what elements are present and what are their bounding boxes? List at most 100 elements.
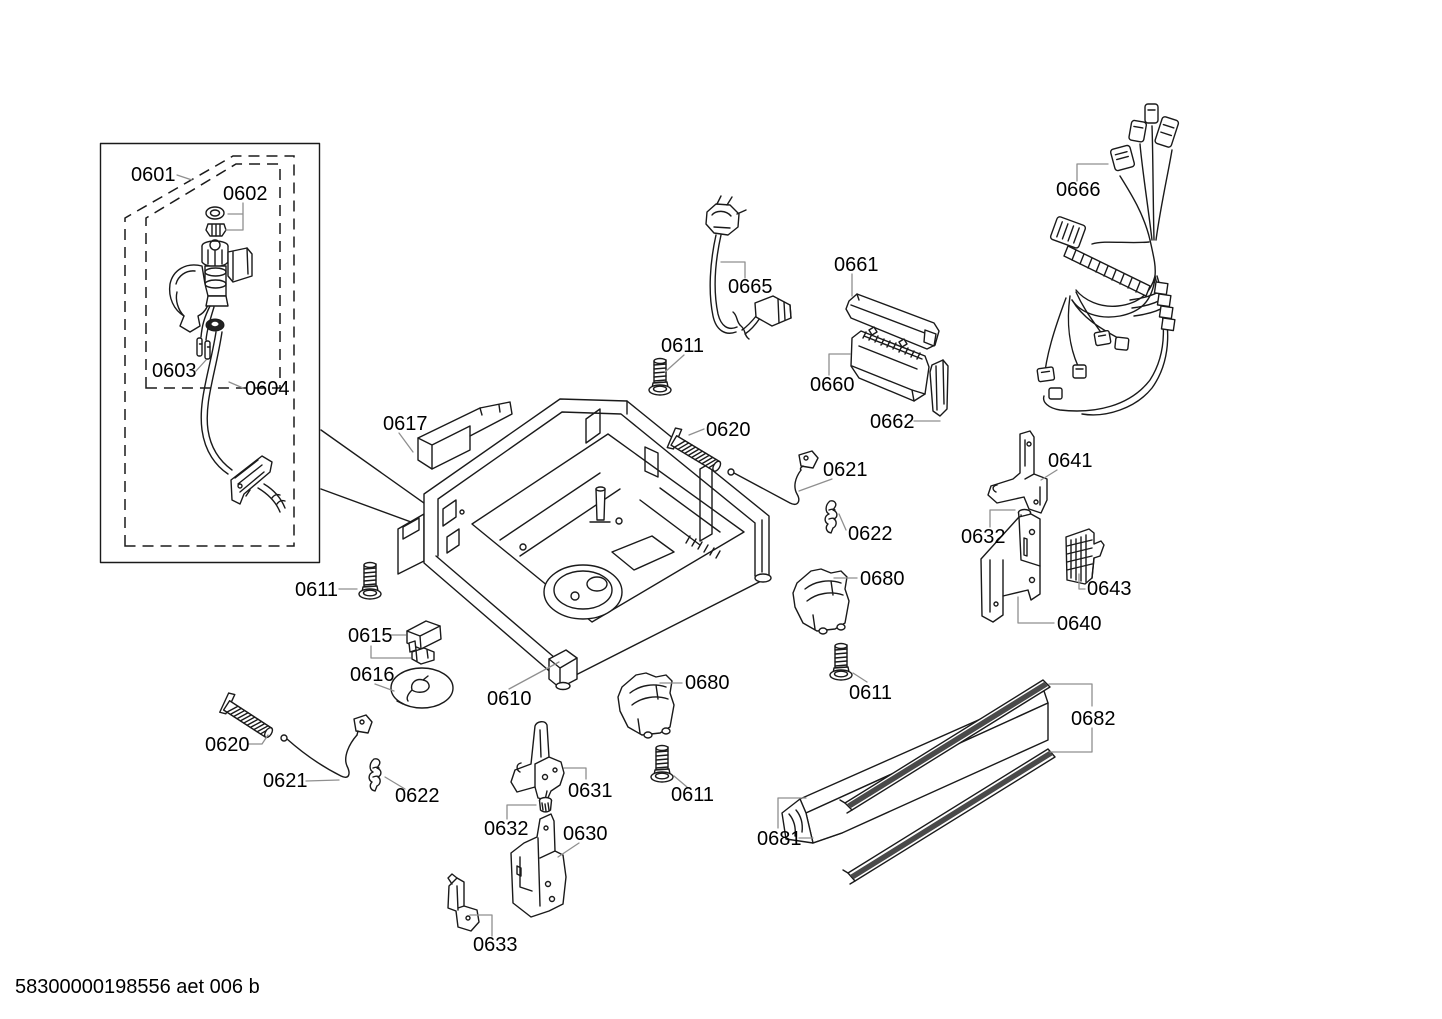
leader-0611-top [664,354,685,373]
part-label-0622-right: 0622 [848,523,893,545]
leader-0622-right [838,513,847,531]
part-label-0604: 0604 [245,378,290,400]
part-0682-trim-strip-lower [842,748,1056,885]
part-label-0603: 0603 [152,360,197,382]
part-0632-spacer-left [538,796,553,813]
part-label-0620-top: 0620 [706,419,751,441]
part-0611-screw-bottom [650,744,674,783]
leader-0631 [563,767,587,780]
part-label-0631: 0631 [568,780,613,802]
part-label-0661: 0661 [834,254,879,276]
leader-0611-bottom [673,775,688,788]
part-label-0633: 0633 [473,934,518,956]
part-label-0620-left: 0620 [205,734,250,756]
leader-0632-right [989,509,1016,528]
part-label-0611-bottom: 0611 [671,784,714,806]
part-label-0617: 0617 [383,413,428,435]
leader-0641 [1040,469,1058,481]
part-0611-screw-top [648,357,672,396]
leader-0660 [828,353,851,376]
part-0615-holder-drawing [406,620,442,665]
leader-0621-right [798,478,833,492]
inset-solid-border [99,142,321,564]
part-label-0602: 0602 [223,183,268,205]
part-label-0643: 0643 [1087,578,1132,600]
leader-0602 [225,202,244,231]
document-number: 58300000198556 aet 006 b [15,976,260,998]
leader-0615 [370,634,412,659]
part-label-0611-left: 0611 [295,579,338,601]
part-label-0611-right: 0611 [849,682,892,704]
part-0611-screw-right [829,642,853,681]
part-label-0665: 0665 [728,276,773,298]
part-0610-base-frame-drawing [397,398,772,691]
part-label-0621-right: 0621 [823,459,868,481]
part-0680-bracket-right [792,568,850,635]
leader-0620-top [688,428,705,436]
part-label-0616: 0616 [350,664,395,686]
leader-0611-right [852,672,868,683]
leader-0665 [720,261,746,279]
part-0622-clip-right [824,500,838,534]
leader-0620-left [247,734,269,745]
part-0640-plate-drawing [980,513,1041,623]
part-0617-cover-drawing [417,401,513,470]
part-0665-power-cord-drawing [705,195,792,340]
part-labels: 0601 0602 0603 0604 0611 0617 0620 0665 … [131,164,1132,956]
leader-0601 [176,174,193,181]
leader-0616 [374,683,395,692]
part-label-0632-right: 0632 [961,526,1006,548]
part-0621-cable-right [727,450,819,505]
part-label-0630: 0630 [563,823,608,845]
leader-0610 [508,661,560,690]
part-label-0601: 0601 [131,164,176,186]
part-0616-disc-drawing [390,667,454,709]
part-label-0682: 0682 [1071,708,1116,730]
leader-0604 [228,381,244,389]
leader-0622-left [384,776,406,790]
part-0662-side-panel-drawing [929,359,949,417]
part-label-0660: 0660 [810,374,855,396]
leader-0633 [469,914,493,937]
inner-dashed-border [145,163,281,389]
leader-0630 [557,842,580,858]
part-0622-clip-left [368,758,382,792]
part-label-0641: 0641 [1048,450,1093,472]
leader-0603 [195,359,207,372]
part-label-0615: 0615 [348,625,393,647]
part-label-0632-left: 0632 [484,818,529,840]
part-0611-screw-left [358,561,382,600]
leader-0643 [1078,573,1086,590]
part-0631-hinge-bracket-drawing [510,721,565,801]
part-0630-bracket-drawing [510,813,567,918]
leader-lines [176,163,1109,937]
part-0666-cable-harness-drawing [1036,103,1180,416]
part-label-0611-top: 0611 [661,335,704,357]
part-label-0680-bottom: 0680 [685,672,730,694]
outer-dashed-border [124,155,295,547]
part-0621-cable-left [280,714,373,778]
part-0601-aquastop-valve-drawing [168,206,253,360]
leader-0666 [1076,163,1109,182]
leader-0682-bracket [1048,683,1093,753]
part-label-0681: 0681 [757,828,802,850]
leader-0617 [398,432,414,453]
leader-0640 [1017,596,1055,624]
part-label-0621-left: 0621 [263,770,308,792]
leader-0681 [777,797,814,839]
part-label-0622-left: 0622 [395,785,440,807]
part-0661-cover-strip-drawing [845,293,940,350]
part-label-0666: 0666 [1056,179,1101,201]
part-label-0610: 0610 [487,688,532,710]
leader-0621-left [305,779,340,782]
part-label-0662: 0662 [870,411,915,433]
part-0682-trim-strip-upper [839,679,1051,814]
part-0660-control-module-drawing [850,326,930,402]
part-0633-bracket-drawing [447,873,480,932]
part-label-0640: 0640 [1057,613,1102,635]
part-0641-bracket-drawing [987,430,1048,514]
part-0604-hose-and-plate-drawing [200,331,286,513]
leader-0632-left [506,804,537,820]
